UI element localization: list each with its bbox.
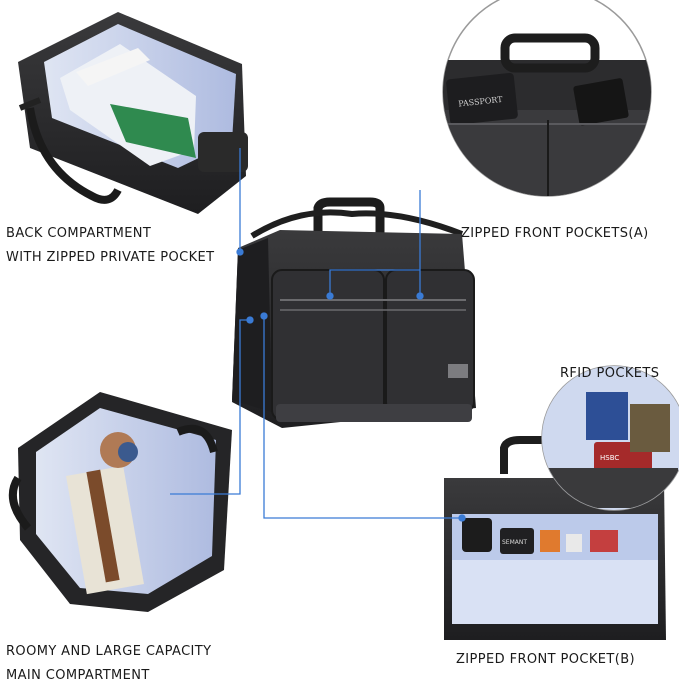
main-compartment-line-2: MAIN COMPARTMENT [6, 668, 150, 683]
notebook-text: SEMANT [502, 539, 527, 546]
front-pocket-b-photo: SEMANT [444, 436, 666, 640]
main-compartment-photo [8, 392, 232, 612]
rfid-pockets-caption: RFID POCKETS [560, 366, 660, 381]
callout-lines [170, 148, 466, 522]
main-compartment-line-1: ROOMY AND LARGE CAPACITY [6, 644, 212, 659]
back-compartment-line-1: BACK COMPARTMENT [6, 226, 152, 241]
back-compartment-line-2: WITH ZIPPED PRIVATE POCKET [6, 250, 215, 265]
back-compartment-photo [18, 12, 248, 214]
main-bag-photo [232, 197, 476, 428]
front-pockets-a-detail: PASSPORT [442, 0, 652, 197]
back-compartment-caption: BACK COMPARTMENT WITH ZIPPED PRIVATE POC… [6, 222, 214, 270]
card-text: HSBC [600, 454, 619, 462]
rfid-pockets-detail: HSBC [541, 365, 679, 511]
main-compartment-caption: ROOMY AND LARGE CAPACITY MAIN COMPARTMEN… [6, 640, 211, 688]
front-pockets-a-caption: ZIPPED FRONT POCKETS(A) [461, 226, 649, 241]
front-pocket-b-caption: ZIPPED FRONT POCKET(B) [456, 652, 636, 667]
